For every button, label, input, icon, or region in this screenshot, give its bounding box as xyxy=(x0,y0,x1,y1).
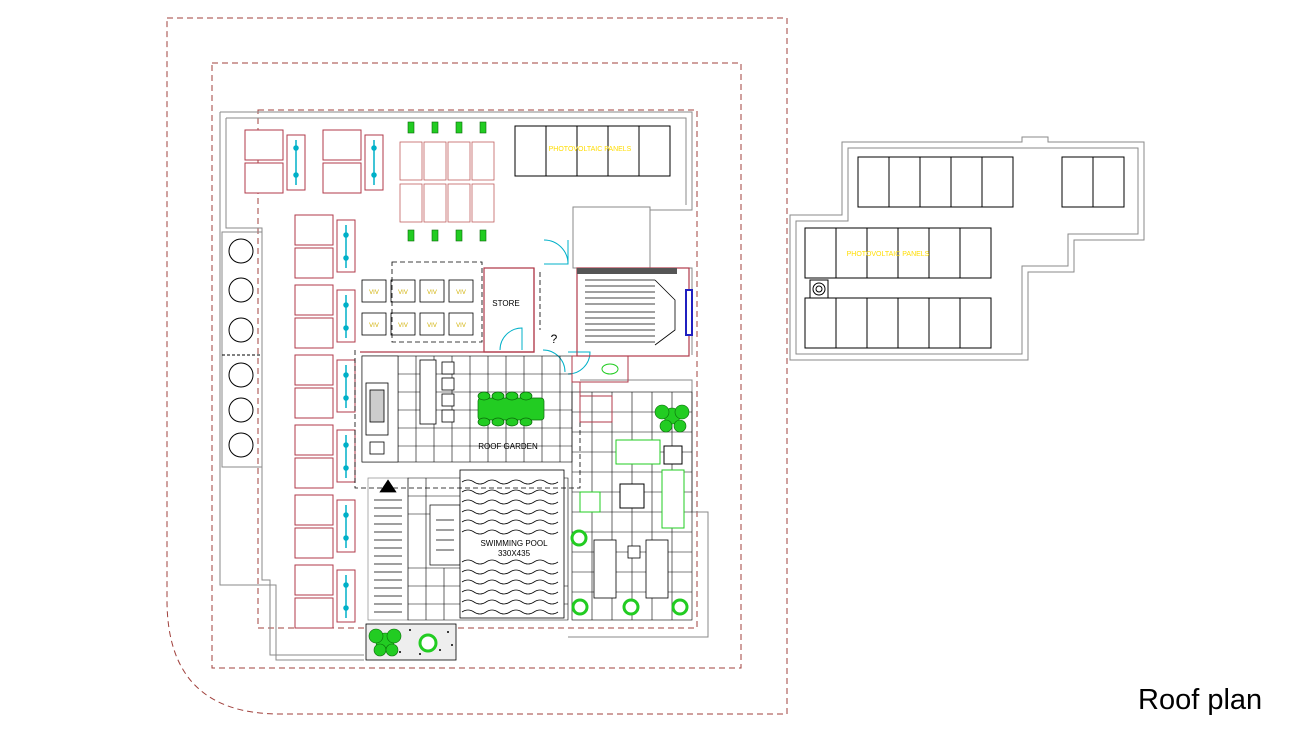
pool-size-label: 330X435 xyxy=(498,549,531,558)
tank xyxy=(228,238,254,264)
glazing xyxy=(685,289,693,336)
overhead-lines xyxy=(354,272,581,489)
pv-array-main xyxy=(514,125,671,177)
inner-setback-line xyxy=(257,109,698,629)
sofa xyxy=(615,439,661,465)
stair-core xyxy=(576,267,690,357)
svg-text:VIV: VIV xyxy=(369,323,379,329)
lounger-icon xyxy=(593,539,669,599)
door-swing xyxy=(499,327,523,351)
parapet-inner xyxy=(225,117,687,656)
store-label: STORE xyxy=(492,299,519,308)
drain-icon xyxy=(809,279,829,299)
pergola-panels xyxy=(399,141,495,223)
planter-tags: VIV VIV VIV VIV VIV VIV VIV VIV xyxy=(369,290,466,329)
lounge-furniture xyxy=(579,439,685,529)
solar-collectors xyxy=(244,129,384,629)
svg-text:VIV: VIV xyxy=(456,290,466,296)
drawing-title: Roof plan xyxy=(1138,684,1263,716)
tank xyxy=(228,432,254,458)
wc-room xyxy=(571,355,629,423)
pool-name-label: SWIMMING POOL xyxy=(480,539,548,548)
svg-text:VIV: VIV xyxy=(427,290,437,296)
armchair xyxy=(579,491,601,513)
swimming-pool xyxy=(459,469,565,619)
pv-label-main: PHOTOVOLTAIC PANELS xyxy=(549,146,632,153)
upper-roof-outline xyxy=(789,136,1145,361)
tree-icon xyxy=(654,404,690,433)
door-swing xyxy=(543,239,569,265)
external-stair xyxy=(367,477,461,621)
water-tanks xyxy=(221,231,263,468)
tank xyxy=(228,317,254,343)
plant-pot-icon xyxy=(407,121,487,242)
outer-plot-line xyxy=(166,17,788,715)
bottom-planter xyxy=(365,623,457,661)
svg-text:VIV: VIV xyxy=(427,323,437,329)
setback-line xyxy=(211,62,742,669)
plot-boundary xyxy=(166,17,788,715)
door-swing xyxy=(567,351,591,375)
pv-label-upper: PHOTOVOLTAIC PANELS xyxy=(847,251,930,258)
svg-text:VIV: VIV xyxy=(398,290,408,296)
svg-text:VIV: VIV xyxy=(456,323,466,329)
planter-grid xyxy=(361,261,483,343)
plant-pot-icon xyxy=(418,633,438,653)
store-room xyxy=(360,267,535,353)
plant-pot-icon xyxy=(570,529,689,616)
collector-pipes xyxy=(293,140,377,618)
parapet-walls xyxy=(219,111,709,661)
bench-icon xyxy=(369,389,385,423)
bbq-counter xyxy=(365,359,455,455)
svg-text:VIV: VIV xyxy=(369,290,379,296)
unknown-mark: ? xyxy=(551,332,558,346)
tank xyxy=(228,277,254,303)
pv-array-upper xyxy=(804,156,1125,349)
roof-garden-label: ROOF GARDEN xyxy=(478,442,538,451)
tank xyxy=(228,362,254,388)
svg-text:VIV: VIV xyxy=(398,323,408,329)
stair-core-wall xyxy=(572,206,651,269)
tree-icon xyxy=(368,628,402,657)
dining-table-icon xyxy=(477,391,545,427)
tank xyxy=(228,397,254,423)
door-swing xyxy=(542,349,566,373)
sofa xyxy=(661,469,685,529)
